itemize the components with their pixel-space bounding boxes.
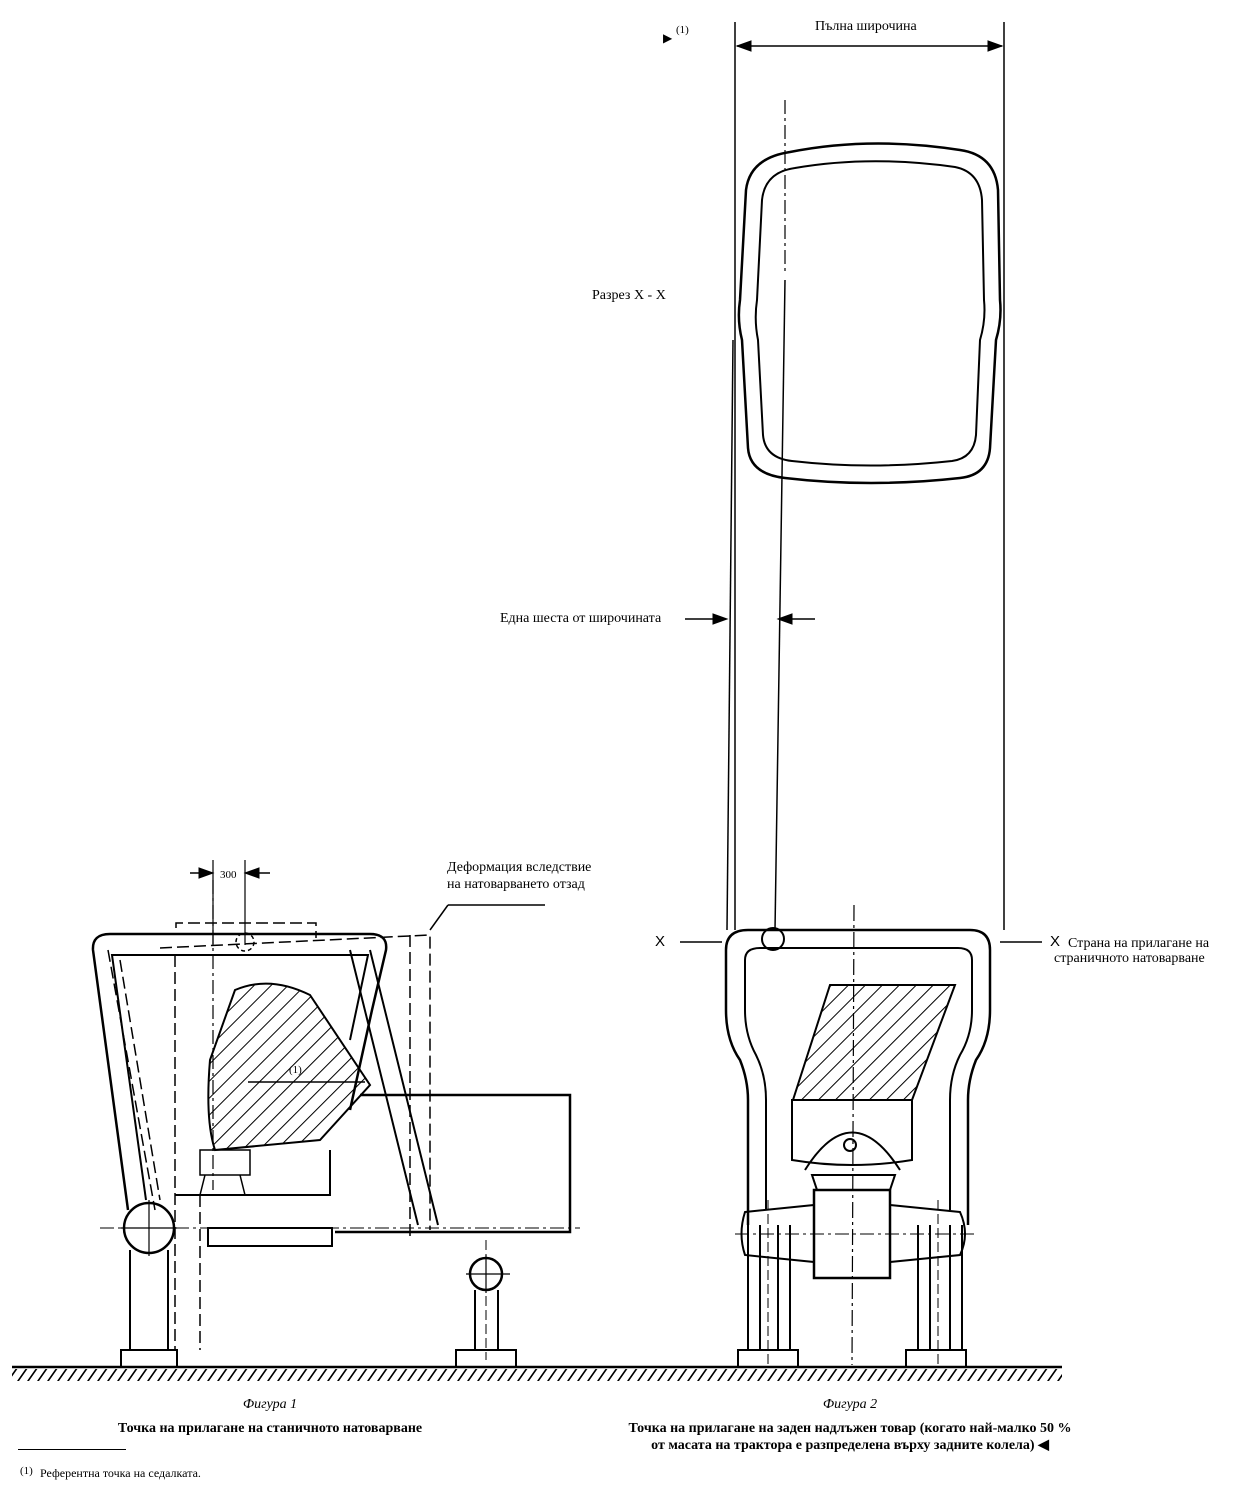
ground [12, 1365, 1062, 1381]
seat-hatched [207, 982, 372, 1152]
full-width-label: Пълна широчина [815, 19, 917, 34]
supports-fig2 [737, 1200, 967, 1368]
figure1-drawing [91, 860, 580, 1368]
figure2-caption-number: Фигура 2 [822, 1397, 878, 1412]
sixth-width-label: Една шеста от широчината [500, 611, 662, 626]
deformation-label-line1: Деформация вследствие [447, 860, 592, 875]
rear-axle [735, 1188, 975, 1280]
full-width-dimension [734, 22, 1005, 930]
seat-hatched [791, 984, 957, 1101]
figure1-caption-title: Точка на прилагане на станичното натовар… [117, 1421, 423, 1436]
figure1-caption-number: Фигура 1 [242, 1397, 298, 1412]
footnote-text: Референтна точка на седалката. [40, 1466, 201, 1480]
footnote-rule [18, 1449, 126, 1450]
section-x-x [737, 142, 1002, 485]
section-mark-right: X [1050, 933, 1061, 950]
seat-reference-marker: (1) [289, 1064, 302, 1076]
rear-frame [724, 927, 992, 1225]
section-label: Разрез X - X [592, 288, 666, 303]
load-side-label-line2: страничното натоварване [1054, 951, 1205, 966]
deformation-label-line2: на натоварването отзад [447, 877, 585, 892]
section-mark-left: X [655, 933, 666, 950]
sixth-width-line [774, 279, 786, 931]
ref-superscript: (1) [676, 24, 689, 36]
figure2-caption-line2: от масата на трактора е разпределена вър… [651, 1438, 1049, 1453]
dimension-300: 300 [220, 869, 237, 881]
footnote-marker: (1) [20, 1465, 33, 1477]
sixth-width-left-line [726, 339, 734, 931]
figure2-caption-line1: Точка на прилагане на заден надлъжен тов… [628, 1421, 1072, 1436]
load-side-label-line1: Страна на прилагане на [1068, 936, 1210, 951]
ref-marker: ▶ [663, 31, 673, 45]
centerline-fig2 [851, 904, 855, 1366]
figure2-drawing [680, 22, 1042, 1368]
side-frame [91, 922, 439, 1350]
